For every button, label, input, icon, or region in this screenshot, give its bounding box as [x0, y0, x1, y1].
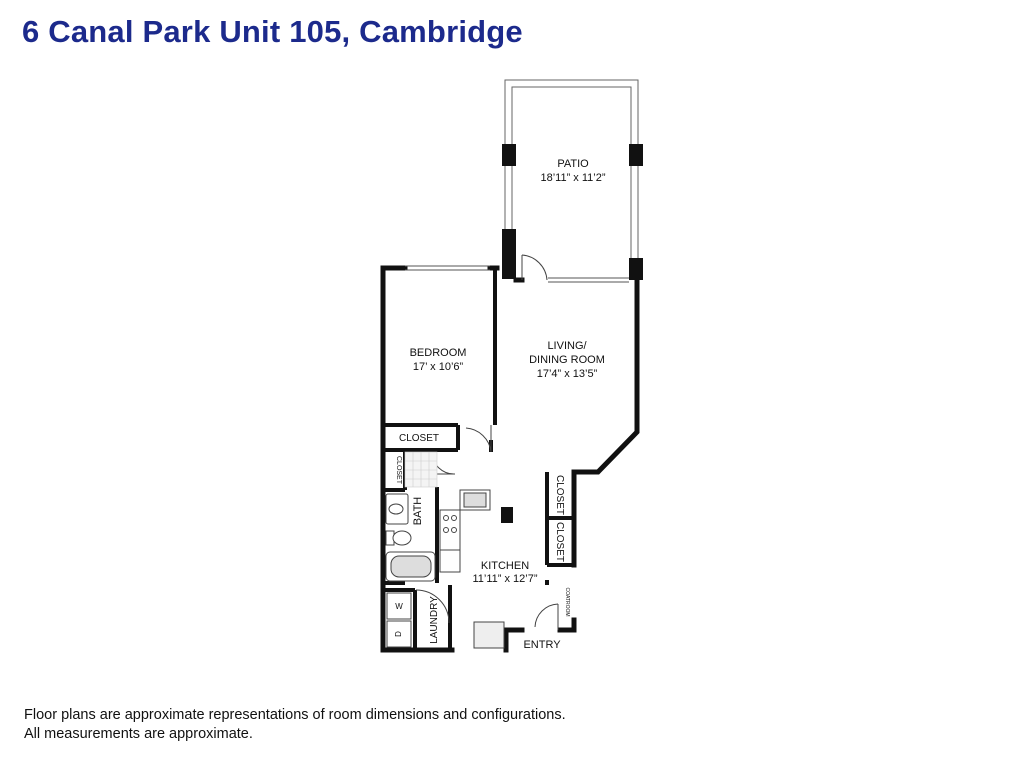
windows — [405, 265, 629, 283]
entry-label: ENTRY — [523, 639, 561, 651]
living-dims: 17’4” x 13’5” — [537, 368, 598, 380]
laundry-label: LAUNDRY — [429, 596, 440, 644]
coatroom-label: COATROOM — [564, 587, 570, 616]
disclaimer-line-1: Floor plans are approximate representati… — [24, 707, 566, 723]
door-swings — [415, 254, 559, 630]
closet-right-1-label: CLOSET — [554, 475, 565, 515]
bedroom-dims: 17’ x 10’6” — [413, 361, 464, 373]
closet-small-label: CLOSET — [395, 456, 402, 485]
dryer-label: D — [394, 631, 403, 637]
kitchen-dims: 11’11” x 12’7” — [472, 573, 537, 585]
page-title: 6 Canal Park Unit 105, Cambridge — [22, 14, 523, 49]
closet-bedroom-label: CLOSET — [399, 433, 439, 444]
patio-columns — [502, 144, 643, 280]
kitchen-fixtures — [439, 489, 505, 649]
laundry-machines — [386, 592, 412, 648]
bedroom-label: BEDROOM — [410, 347, 467, 359]
living-label-2: DINING ROOM — [529, 354, 605, 366]
patio-label: PATIO — [557, 158, 589, 170]
patio-dims: 18’11” x 11’2” — [540, 172, 605, 184]
disclaimer-line-2: All measurements are approximate. — [24, 726, 253, 742]
bath-label: BATH — [412, 497, 424, 526]
washer-label: W — [395, 602, 403, 611]
kitchen-column — [501, 507, 513, 523]
disclaimer: Floor plans are approximate representati… — [24, 706, 566, 744]
bath-fixtures — [385, 493, 436, 582]
closet-right-2-label: CLOSET — [554, 522, 565, 562]
kitchen-label: KITCHEN — [481, 560, 529, 572]
living-label-1: LIVING/ — [547, 340, 587, 352]
bath-tile — [404, 451, 438, 488]
